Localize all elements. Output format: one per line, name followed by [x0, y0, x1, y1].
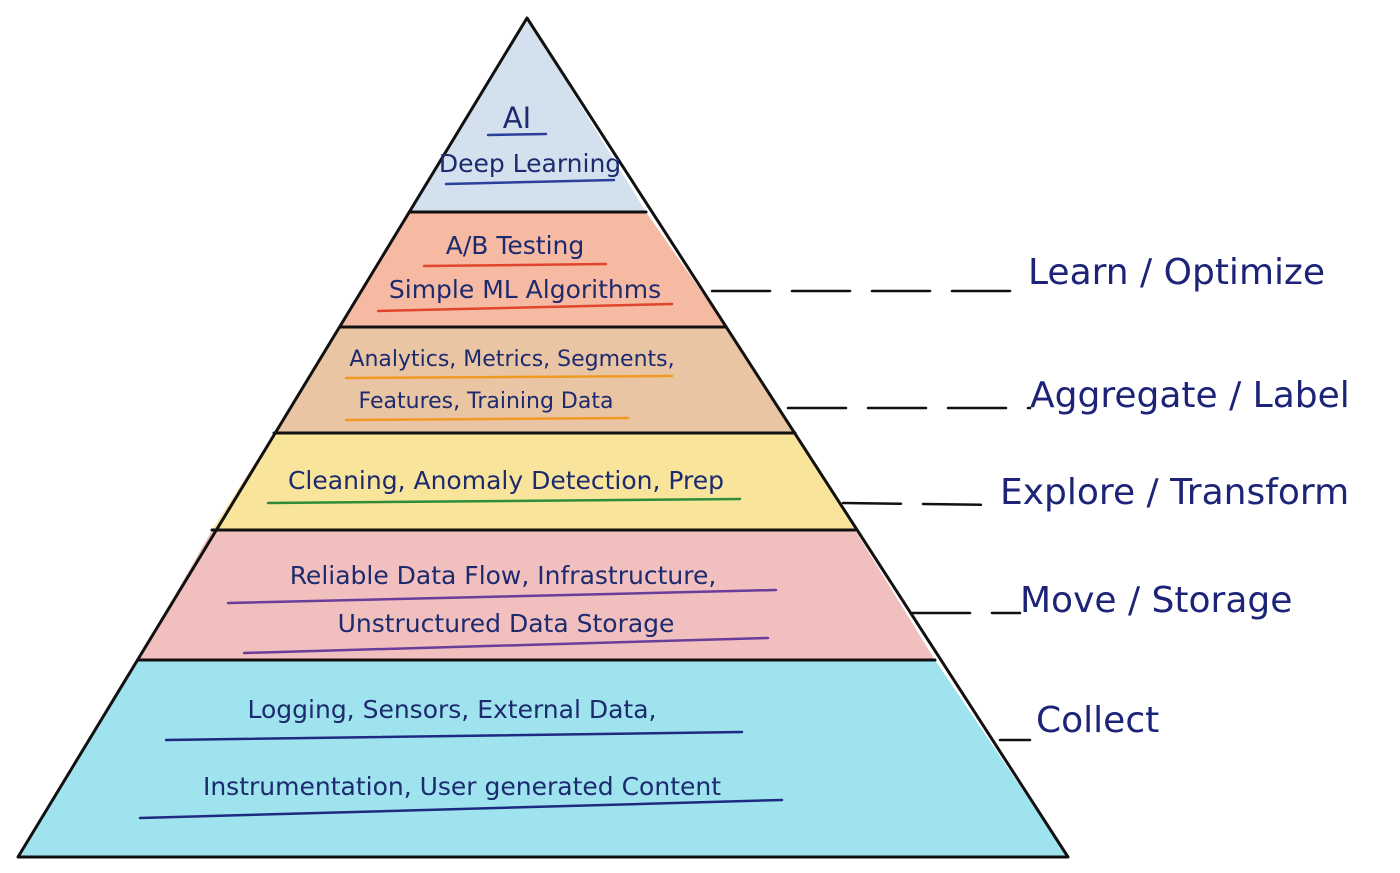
- underline: [242, 636, 770, 655]
- stage-label-move-storage: Move / Storage: [1020, 580, 1292, 621]
- tier-ai-line-1: AI: [503, 101, 531, 135]
- tier-collect-line-1: Logging, Sensors, External Data,: [248, 695, 657, 724]
- underline: [376, 302, 674, 313]
- stage-label-aggregate-label: Aggregate / Label: [1030, 375, 1350, 416]
- stage-label-explore-transform: Explore / Transform: [1000, 472, 1349, 513]
- tier-collect-fill: [18, 660, 1068, 857]
- underline: [344, 416, 630, 422]
- tier-explore-fill: [212, 433, 855, 530]
- tier-aggregate-line-2: Features, Training Data: [359, 389, 614, 414]
- tier-aggregate-line-1: Analytics, Metrics, Segments,: [349, 347, 674, 372]
- tier-collect-line-2: Instrumentation, User generated Content: [203, 772, 721, 801]
- underline: [422, 262, 608, 268]
- underline: [164, 730, 744, 742]
- tier-learn-line-1: A/B Testing: [446, 231, 585, 260]
- tier-ai-fill: [410, 18, 646, 212]
- underline: [344, 374, 674, 380]
- tier-aggregate-fill: [274, 327, 795, 433]
- tier-learn-line-2: Simple ML Algorithms: [389, 275, 661, 304]
- underline: [226, 588, 778, 605]
- tier-move-line-1: Reliable Data Flow, Infrastructure,: [290, 561, 717, 590]
- underline: [266, 497, 742, 505]
- tier-ai-line-2: Deep Learning: [439, 149, 621, 178]
- pyramid-outline: [16, 16, 1070, 859]
- underline: [138, 798, 784, 820]
- tier-move-line-2: Unstructured Data Storage: [338, 609, 675, 638]
- underline: [486, 132, 548, 137]
- underline: [444, 178, 616, 186]
- stage-label-collect: Collect: [1036, 700, 1159, 741]
- stage-label-learn-optimize: Learn / Optimize: [1028, 252, 1325, 293]
- tier-explore-line-1: Cleaning, Anomaly Detection, Prep: [288, 466, 724, 495]
- leader-line-explore: [841, 501, 1004, 507]
- tier-learn-fill: [340, 212, 726, 327]
